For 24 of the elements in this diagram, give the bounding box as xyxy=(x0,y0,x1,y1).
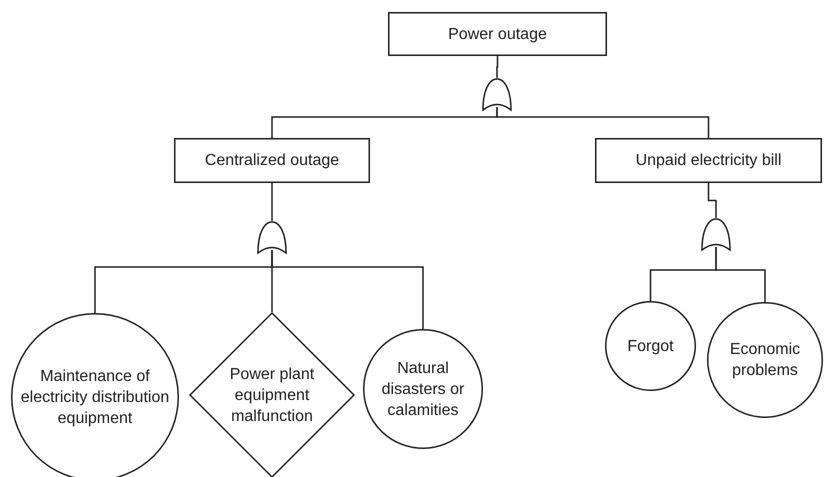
event-box xyxy=(388,12,607,56)
basic-event-circle xyxy=(707,302,823,418)
event-label: Unpaid electricity bill xyxy=(634,151,782,171)
or-gate-symbol xyxy=(257,221,287,254)
connector-line xyxy=(271,250,424,329)
connector-line xyxy=(715,247,766,302)
basic-event-circle xyxy=(363,329,483,449)
connector-line xyxy=(708,183,717,218)
event-label: Forgot xyxy=(626,336,675,356)
or-gate-symbol xyxy=(482,78,512,111)
event-label: Maintenance of electricity distribution equipment xyxy=(20,366,170,428)
event-label: Centralized outage xyxy=(204,151,340,171)
event-label: Natural disasters or calamities xyxy=(380,358,466,420)
or-gate-symbol xyxy=(701,218,731,251)
connector-line xyxy=(271,183,273,221)
event-box xyxy=(174,138,370,183)
event-label: Power plant equipment malfunction xyxy=(228,364,316,426)
event-box xyxy=(595,138,822,183)
event-label: Economic problems xyxy=(728,340,802,381)
connector-line xyxy=(496,56,498,78)
connector-line xyxy=(496,107,710,138)
event-label: Power outage xyxy=(447,24,548,44)
undeveloped-event-diamond xyxy=(189,312,355,477)
basic-event-circle xyxy=(605,301,696,391)
